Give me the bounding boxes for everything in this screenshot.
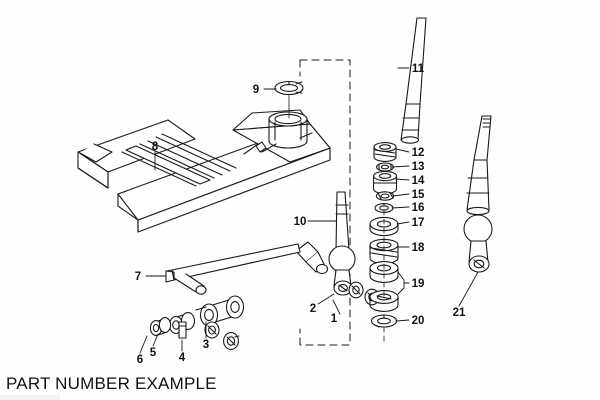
page-caption: PART NUMBER EXAMPLE: [6, 374, 217, 393]
part-6-bushing-small: [149, 317, 172, 336]
callout-20: 20: [412, 315, 425, 327]
callout-5: 5: [150, 347, 157, 359]
part-1-nut-left: [223, 332, 240, 350]
part-20-circlip-lower: [370, 314, 398, 328]
part-15-washer-small: [375, 191, 395, 201]
callout-7: 7: [135, 271, 141, 283]
leader-lines: [139, 67, 479, 354]
callout-18: 18: [412, 242, 425, 254]
callout-14: 14: [412, 175, 425, 187]
callout-10: 10: [294, 216, 307, 228]
callout-13: 13: [412, 161, 425, 173]
part-19-bracket-leader: [397, 271, 405, 295]
shift-tower-boss: [268, 111, 308, 149]
part-2-lock-washer-left: [204, 321, 220, 339]
cut-off-strip: [0, 395, 60, 400]
callout-1-center: 1: [331, 313, 338, 325]
part-12-spring-upper: [373, 142, 397, 162]
callout-2-center: 2: [310, 303, 316, 315]
part-10-shift-lever-lower: [328, 191, 356, 296]
lever-connecting-arm: [295, 241, 329, 275]
callout-11: 11: [412, 63, 425, 75]
callout-4: 4: [179, 352, 186, 364]
callout-12: 12: [412, 147, 425, 159]
part-3-bushing-large: [195, 295, 245, 327]
callout-9: 9: [253, 84, 259, 96]
callout-17: 17: [412, 217, 425, 229]
part-21-shift-lever-assembly: [463, 115, 493, 273]
part-7-selector-rod: [165, 243, 301, 295]
callout-19: 19: [412, 278, 425, 290]
callout-3: 3: [203, 339, 209, 351]
part-11-shift-lever-upper: [400, 17, 427, 144]
callout-21: 21: [453, 307, 466, 319]
callout-8: 8: [152, 141, 159, 153]
part-8-crossmember-bracket: [77, 109, 331, 233]
part-14-bushing-sleeve: [372, 170, 398, 195]
grouping-box-dashed: [299, 59, 351, 346]
callout-16: 16: [412, 202, 425, 214]
part-13-retaining-ring: [376, 162, 394, 172]
callout-15: 15: [412, 189, 425, 201]
callout-6: 6: [137, 354, 143, 366]
part-2-lock-washer-center: [348, 281, 364, 299]
callout-numbers: 1 2 3 4 5 6 7 8 9 10 11 12 13 14 15 16 1…: [135, 63, 466, 366]
part-9-circlip: [274, 80, 304, 96]
part-4-pin: [178, 321, 187, 339]
